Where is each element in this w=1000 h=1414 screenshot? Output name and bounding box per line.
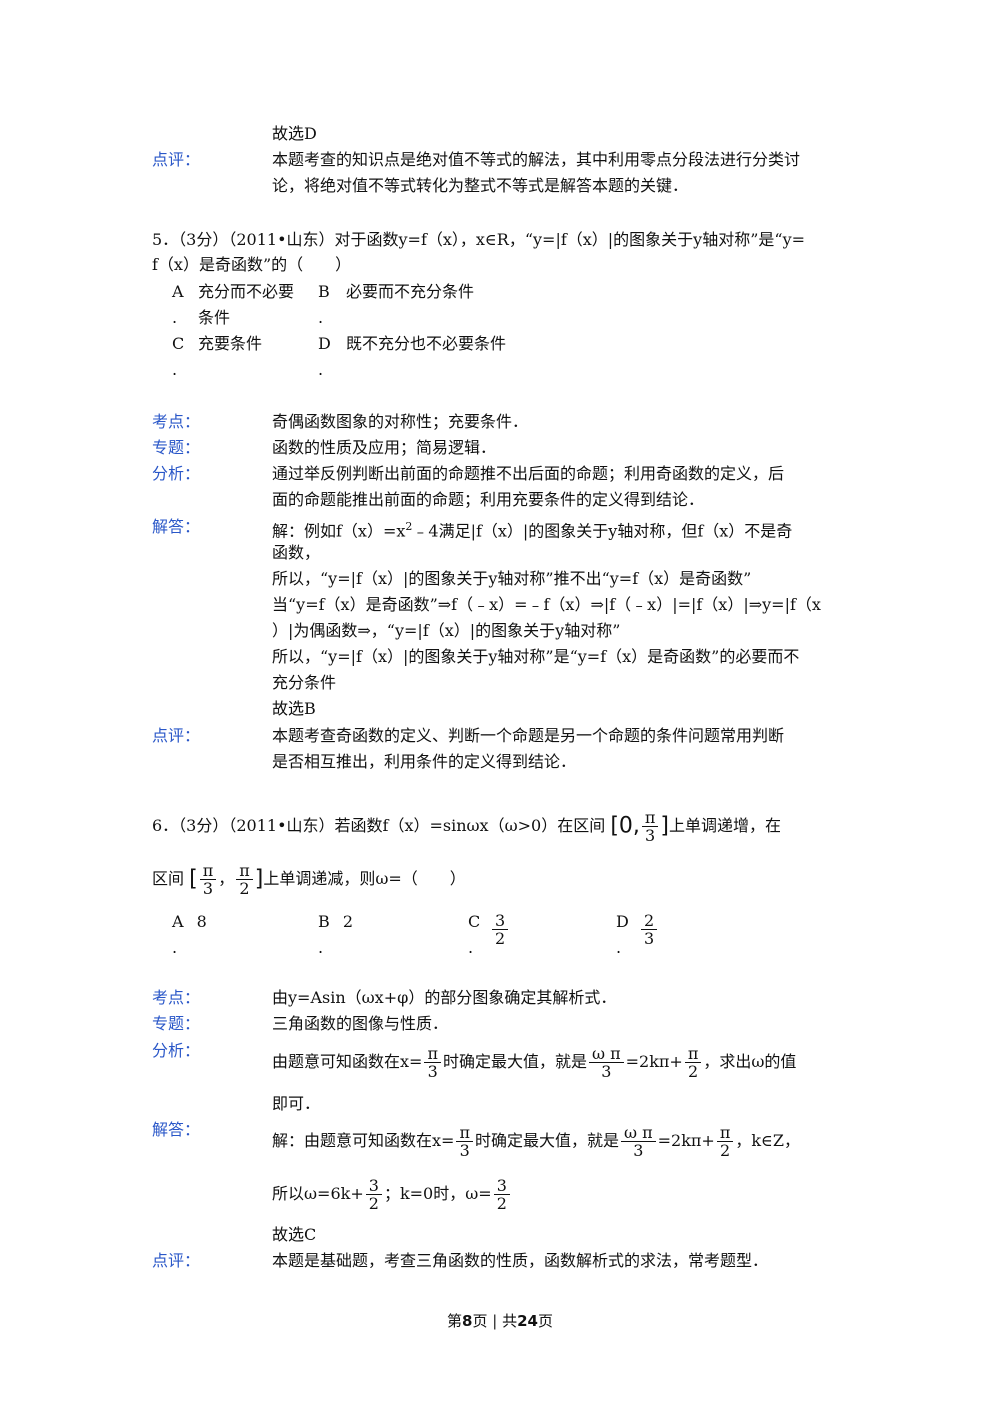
option-letter: D (616, 912, 629, 931)
jieda-text: 故选C (272, 1225, 317, 1244)
jieda-text: 当“y=f（x）是奇函数”⇒f（﹣x）=﹣f（x）⇒|f（﹣x）|=|f（x）|… (272, 595, 821, 614)
dianping-text: 本题考查奇函数的定义、判断一个命题是另一个命题的条件问题常用判断 (272, 726, 785, 745)
q6-option-b[interactable]: B 2 (318, 911, 353, 933)
q6-option-a[interactable]: A 8 (172, 911, 207, 933)
kaodian-label: 考点： (152, 412, 201, 431)
dianping-label: 点评： (152, 1251, 201, 1270)
q5-option-a[interactable]: A (172, 281, 184, 303)
option-letter: A (172, 282, 184, 301)
fenxi-text: 通过举反例判断出前面的命题推不出后面的命题；利用奇函数的定义，后 (272, 464, 785, 483)
q5-option-b[interactable]: B (318, 281, 330, 303)
q5-option-c[interactable]: C (172, 333, 184, 355)
jieda-text: 故选B (272, 699, 316, 718)
option-letter: B (318, 282, 330, 301)
jieda-text: 所以，“y=|f（x）|的图象关于y轴对称”是“y=f（x）是奇函数”的必要而不 (272, 647, 800, 666)
dianping-text: 本题是基础题，考查三角函数的性质，函数解析式的求法，常考题型． (272, 1251, 769, 1270)
comment-label: 点评： (152, 150, 201, 169)
jieda-text: 充分条件 (272, 673, 337, 692)
jieda-label: 解答： (152, 517, 201, 536)
option-dot: . (318, 360, 324, 379)
option-letter: C (172, 334, 185, 353)
option-dot: . (318, 308, 324, 327)
answer-line: 故选D (272, 124, 317, 143)
dianping-text: 是否相互推出，利用条件的定义得到结论． (272, 752, 577, 771)
option-text: 必要而不充分条件 (346, 282, 475, 301)
jieda-text: 所以，“y=|f（x）|的图象关于y轴对称”推不出“y=f（x）是奇函数” (272, 569, 752, 588)
option-text: 既不充分也不必要条件 (346, 334, 507, 353)
dianping-label: 点评： (152, 726, 201, 745)
page-number: 8 (462, 1312, 473, 1330)
jieda-label: 解答： (152, 1120, 201, 1139)
option-dot: . (172, 308, 178, 327)
option-dot: . (172, 938, 178, 957)
kaodian-label: 考点： (152, 988, 201, 1007)
q6-stem: 6．（3分）（2011•山东）若函数f（x）=sinωx（ω>0）在区间 [0,… (152, 808, 782, 845)
option-dot: . (616, 938, 622, 957)
jieda-text: ）|为偶函数⇒，“y=|f（x）|的图象关于y轴对称” (272, 621, 621, 640)
zhuanti-label: 专题： (152, 1014, 201, 1033)
option-letter: D (318, 334, 331, 353)
page-footer: 第8页 | 共24页 (447, 1312, 553, 1330)
option-text: 充分而不必要 (198, 282, 295, 301)
fenxi-text: 面的命题能推出前面的命题；利用充要条件的定义得到结论． (272, 490, 705, 509)
zhuanti-text: 三角函数的图像与性质． (272, 1014, 449, 1033)
q6-option-d[interactable]: D (616, 911, 629, 933)
option-value: 8 (196, 912, 207, 931)
zhuanti-label: 专题： (152, 438, 201, 457)
jieda-text: 解：例如f（x）=x2﹣4满足|f（x）|的图象关于y轴对称，但f（x）不是奇 (272, 520, 793, 541)
kaodian-text: 由y=Asin（ωx+φ）的部分图象确定其解析式． (272, 988, 617, 1007)
zhuanti-text: 函数的性质及应用；简易逻辑． (272, 438, 497, 457)
option-dot: . (172, 360, 178, 379)
fenxi-text: 即可． (272, 1094, 321, 1113)
q5-stem: f（x）是奇函数”的（ ） (152, 255, 352, 274)
option-letter: B (318, 912, 330, 931)
fenxi-label: 分析： (152, 464, 201, 483)
option-letter: C (468, 912, 481, 931)
option-dot: . (318, 938, 324, 957)
option-text: 充要条件 (198, 334, 263, 353)
option-dot: . (468, 938, 474, 957)
kaodian-text: 奇偶函数图象的对称性；充要条件． (272, 412, 529, 431)
option-text: 条件 (198, 308, 231, 327)
jieda-text: 函数， (272, 543, 321, 562)
option-value: 2 (342, 912, 354, 931)
q5-stem: 5．（3分）（2011•山东）对于函数y=f（x），x∈R，“y=|f（x）|的… (152, 230, 806, 249)
option-letter: A (172, 912, 184, 931)
comment-text: 本题考查的知识点是绝对值不等式的解法，其中利用零点分段法进行分类讨 (272, 150, 801, 169)
page-total: 24 (517, 1312, 538, 1330)
fenxi-label: 分析： (152, 1041, 201, 1060)
comment-text: 论，将绝对值不等式转化为整式不等式是解答本题的关键． (272, 176, 689, 195)
q5-option-d[interactable]: D (318, 333, 331, 355)
q6-option-c[interactable]: C (468, 911, 480, 933)
